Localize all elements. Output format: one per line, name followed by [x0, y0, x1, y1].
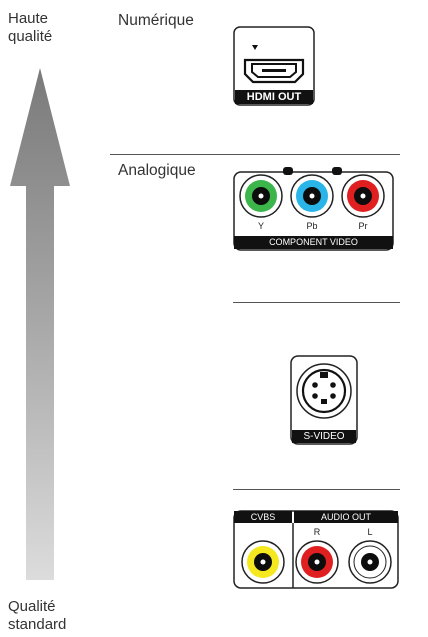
jack-pb-icon: [290, 174, 334, 218]
divider-svideo-cvbs: [233, 489, 400, 490]
divider-component-svideo: [233, 302, 400, 303]
standard-quality-label: Qualité standard: [8, 598, 66, 634]
quality-arrow-shape: [10, 68, 70, 580]
high-quality-label: Haute qualité: [8, 10, 52, 46]
audio-right-label: R: [313, 527, 321, 537]
jack-pr-icon: [341, 174, 385, 218]
hdmi-connector: HDMI OUT: [233, 26, 315, 106]
analog-category-label: Analogique: [118, 162, 196, 179]
jack-audio-left-icon: [348, 540, 392, 584]
digital-category-label: Numérique: [118, 12, 194, 29]
jack-y-label: Y: [257, 221, 264, 231]
quality-arrow: [10, 68, 70, 580]
high-quality-line2: qualité: [8, 28, 53, 45]
jack-pr-label: Pr: [358, 221, 368, 231]
component-video-connector: Y Pb Pr COMPONENT VIDEO: [233, 166, 394, 252]
component-video-label: COMPONENT VIDEO: [269, 237, 358, 247]
cvbs-audio-icon: [233, 510, 399, 589]
audio-left-label: L: [367, 527, 373, 537]
cvbs-audio-connector: CVBS AUDIO OUT R L: [233, 510, 399, 590]
svideo-port-icon: [290, 355, 358, 445]
component-video-icon: [233, 167, 394, 251]
divider-digital-analog: [110, 154, 400, 155]
cvbs-label: CVBS: [250, 512, 276, 522]
standard-quality-line1: Qualité: [8, 598, 56, 615]
standard-quality-line2: standard: [8, 616, 67, 633]
high-quality-line1: Haute: [8, 10, 49, 27]
jack-y-icon: [239, 174, 283, 218]
svideo-connector: S-VIDEO: [290, 355, 358, 447]
jack-pb-label: Pb: [306, 221, 318, 231]
jack-cvbs-icon: [241, 540, 285, 584]
audio-out-label: AUDIO OUT: [320, 512, 371, 522]
svideo-label: S-VIDEO: [303, 431, 345, 442]
hdmi-label: HDMI OUT: [246, 91, 302, 103]
hdmi-port-icon: [233, 26, 315, 106]
jack-audio-right-icon: [295, 540, 339, 584]
